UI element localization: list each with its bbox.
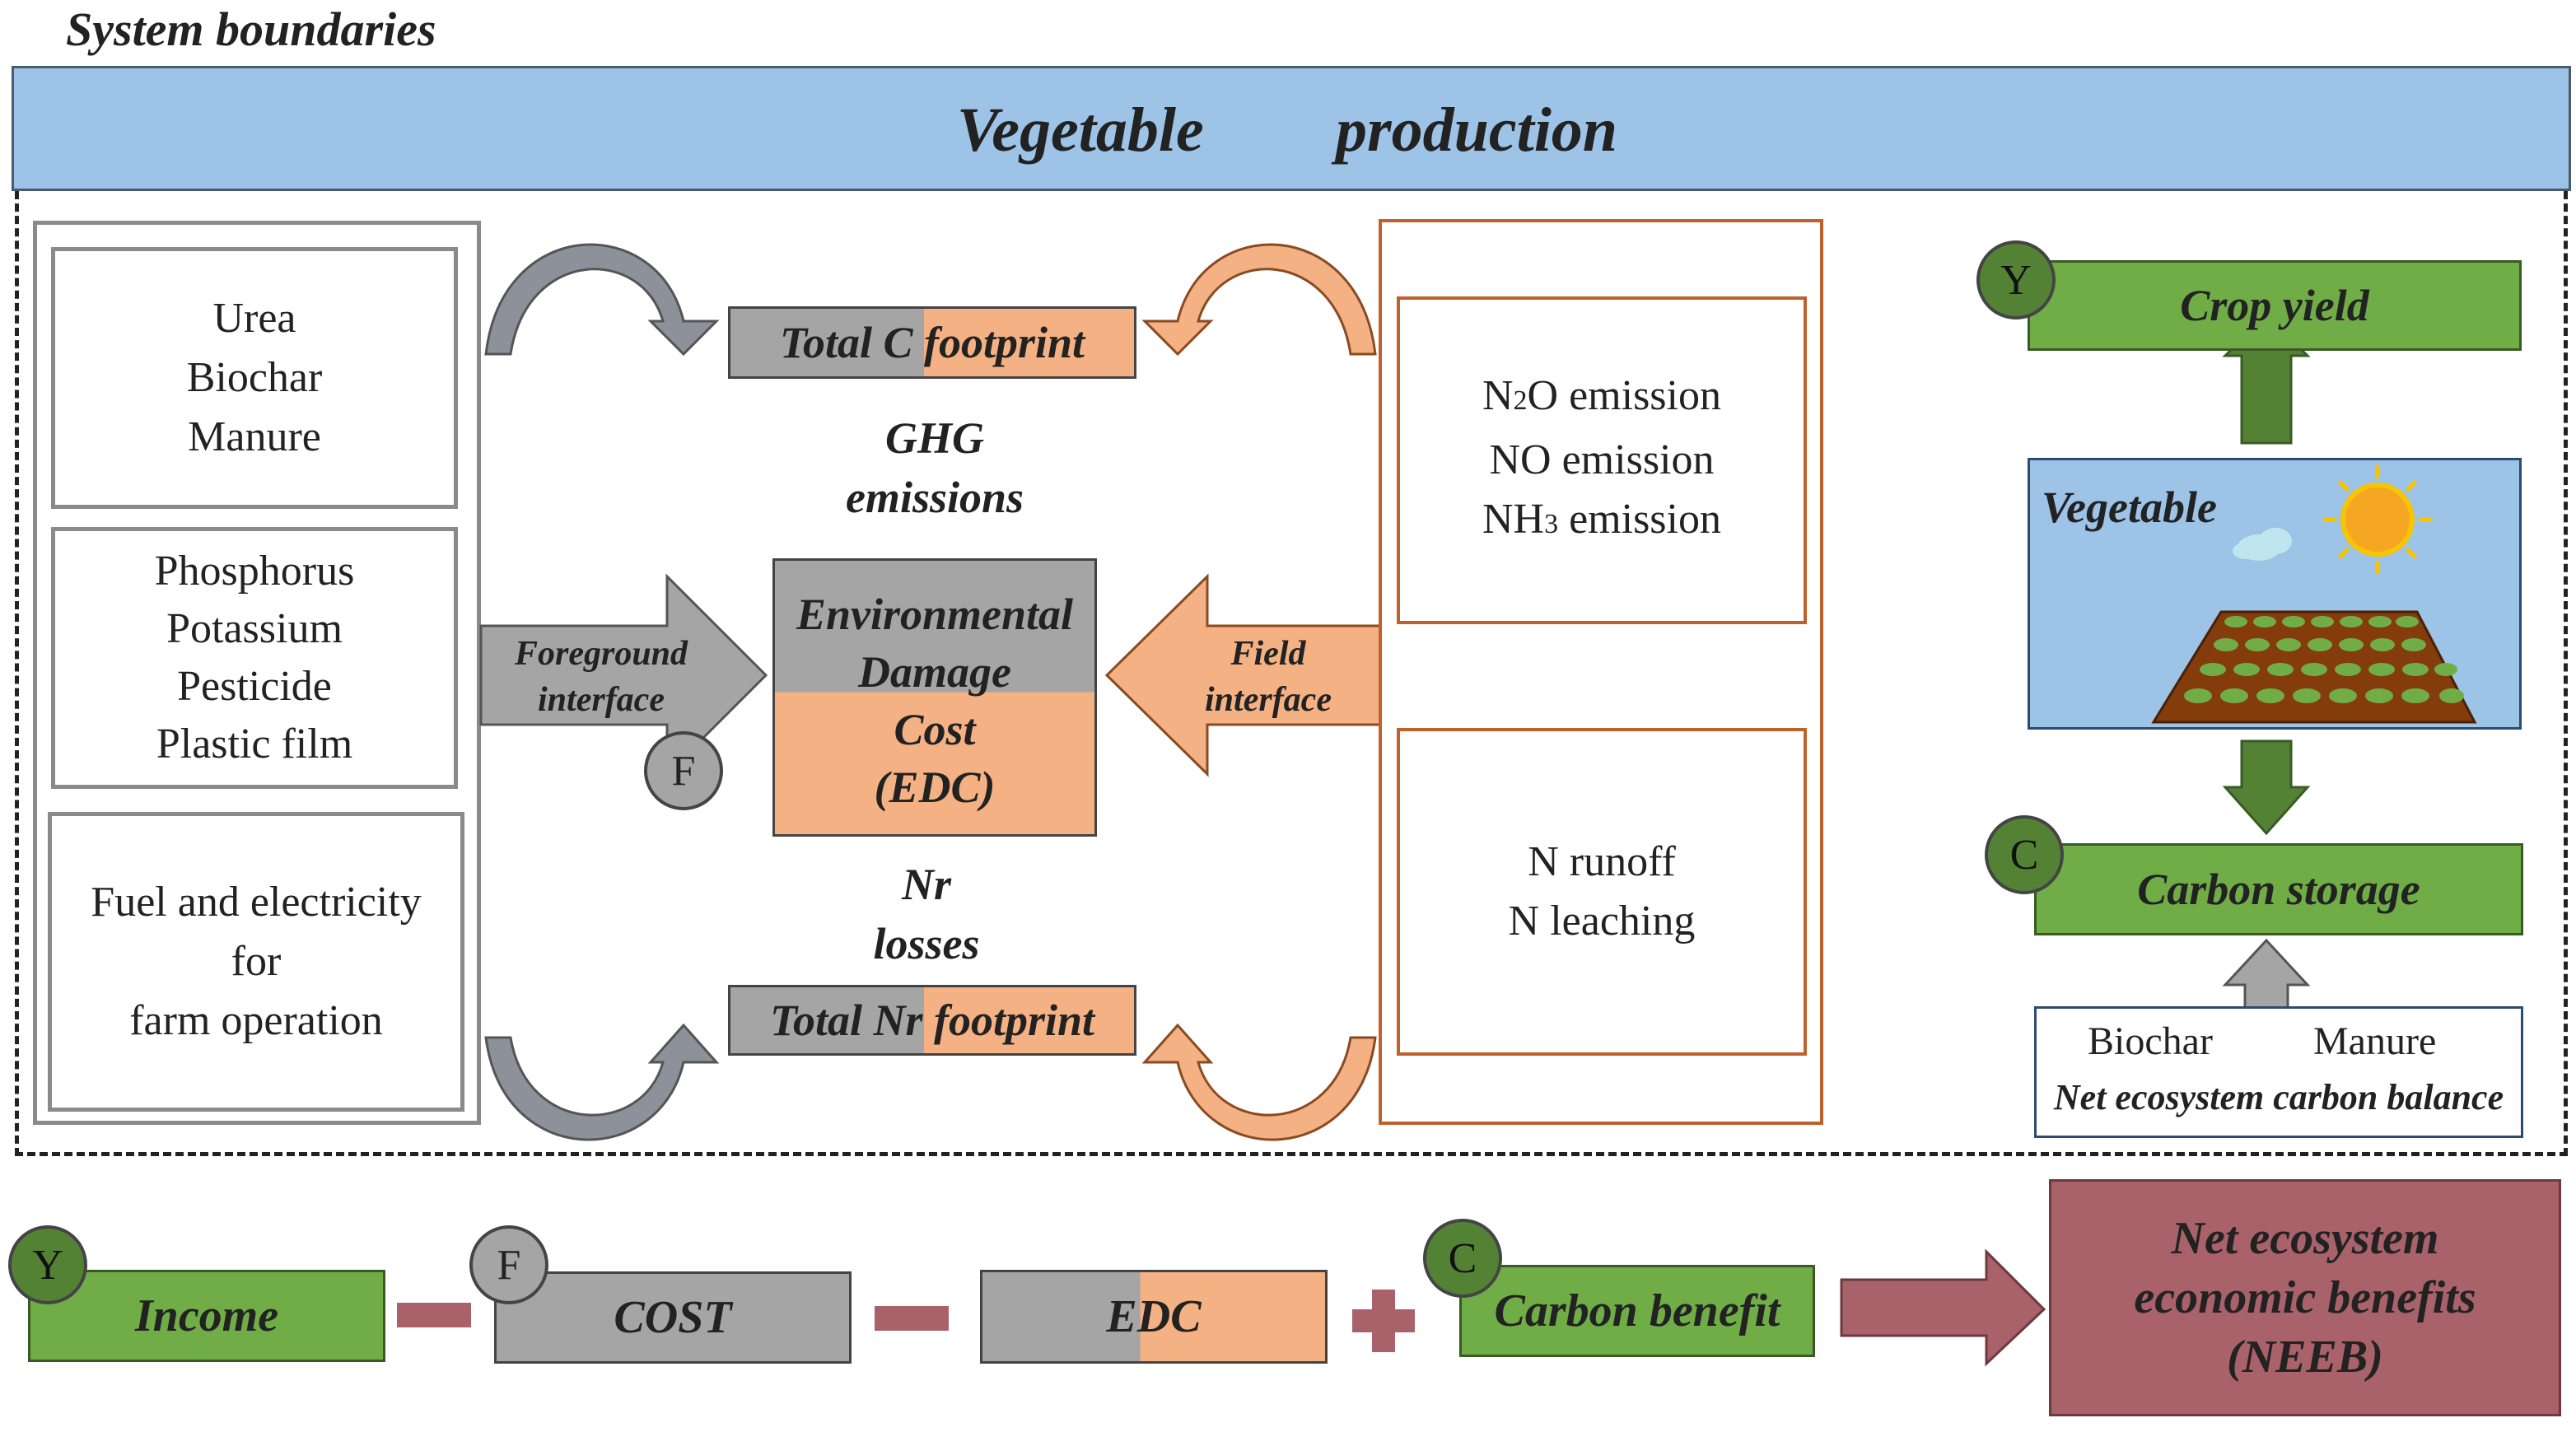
amendment-biochar: Biochar [2088, 1019, 2213, 1063]
header-word-production: production [1336, 96, 1618, 165]
nh3-emission: NH3 emission [1482, 496, 1721, 543]
income-box: Income [28, 1270, 385, 1362]
cloud-icon [2233, 528, 2292, 561]
minus-operator-2 [875, 1306, 949, 1331]
edc-cost: Cost [894, 705, 976, 754]
nr-losses-label: Nr losses [873, 860, 980, 968]
foreground-interface-label: Foreground interface [514, 635, 688, 719]
minus-operator-1 [397, 1303, 471, 1327]
n-runoff: N runoff [1528, 838, 1676, 885]
neeb-box: Net ecosystem economic benefits (NEEB) [2049, 1179, 2561, 1416]
header-band: Vegetable production [12, 66, 2571, 191]
arrow-to-neeb [1840, 1248, 2046, 1367]
neeb-line1: Net ecosystem [2171, 1213, 2439, 1264]
total-c-footprint-bar: Total C footprint [728, 306, 1136, 379]
input-for: for [231, 938, 282, 985]
vegetable-scene: Vegetable [2028, 458, 2522, 730]
inputs-group-chemicals: Phosphorus Potassium Pesticide Plastic f… [51, 527, 458, 789]
vegetable-scene-label: Vegetable [2042, 483, 2217, 532]
input-phosphorus: Phosphorus [154, 548, 355, 595]
input-biochar: Biochar [186, 354, 323, 401]
amendments-box: Biochar Manure Net ecosystem carbon bala… [2034, 1006, 2523, 1138]
crop-field-icon [2151, 610, 2477, 724]
inputs-group-fertilizer: Urea Biochar Manure [51, 247, 458, 509]
header-word-vegetable: Vegetable [957, 96, 1204, 165]
input-pesticide: Pesticide [177, 663, 332, 710]
edc-box: Environmental Damage Cost (EDC) [772, 558, 1097, 837]
system-boundaries-label: System boundaries [66, 2, 436, 56]
crop-yield-box: Crop yield [2028, 260, 2522, 351]
input-fuel-electricity: Fuel and electricity [91, 879, 422, 926]
carbon-benefit-box: Carbon benefit [1459, 1265, 1815, 1357]
gaseous-emissions-box: N2O emission NO emission NH3 emission [1397, 296, 1807, 624]
inputs-frame [33, 221, 481, 1125]
n2o-emission: N2O emission [1482, 372, 1721, 419]
plus-operator [1352, 1290, 1415, 1352]
letter-f-cost: F [469, 1225, 548, 1304]
input-manure: Manure [188, 413, 321, 460]
sun-icon [2322, 464, 2433, 575]
inputs-group-energy: Fuel and electricity for farm operation [48, 812, 464, 1112]
input-farm-operation: farm operation [129, 997, 383, 1044]
letter-c-carbon-benefit: C [1423, 1219, 1502, 1298]
ghg-emissions-label: GHG emissions [845, 413, 1024, 522]
neeb-line3: (NEEB) [2227, 1332, 2383, 1383]
field-interface-label: Field interface [1205, 635, 1332, 719]
input-potassium: Potassium [166, 605, 343, 652]
necb-label: Net ecosystem carbon balance [2053, 1077, 2504, 1117]
carbon-storage-box: Carbon storage [2034, 843, 2523, 935]
total-nr-label: Total Nr footprint [769, 996, 1095, 1045]
cost-box: COST [494, 1271, 852, 1364]
system-boundary-frame [15, 191, 2568, 1156]
input-plastic-film: Plastic film [156, 721, 353, 767]
total-c-label: Total C footprint [779, 318, 1085, 367]
amendment-manure: Manure [2313, 1019, 2437, 1063]
edc-bottom-box: EDC [980, 1270, 1328, 1364]
edc-abbrev: (EDC) [874, 763, 996, 812]
nitrogen-losses-box: N runoff N leaching [1397, 728, 1807, 1056]
input-urea: Urea [212, 295, 296, 342]
letter-y-income: Y [8, 1225, 87, 1304]
letter-f-foreground: F [644, 731, 723, 810]
field-emissions-frame [1379, 219, 1823, 1125]
edc-damage: Damage [858, 647, 1011, 697]
neeb-line2: economic benefits [2134, 1272, 2476, 1323]
letter-y-crop-yield: Y [1976, 240, 2056, 320]
total-nr-footprint-bar: Total Nr footprint [728, 985, 1136, 1056]
letter-c-carbon-storage: C [1985, 815, 2064, 894]
n-leaching: N leaching [1508, 898, 1696, 945]
no-emission: NO emission [1489, 436, 1715, 483]
edc-environmental: Environmental [796, 590, 1074, 639]
